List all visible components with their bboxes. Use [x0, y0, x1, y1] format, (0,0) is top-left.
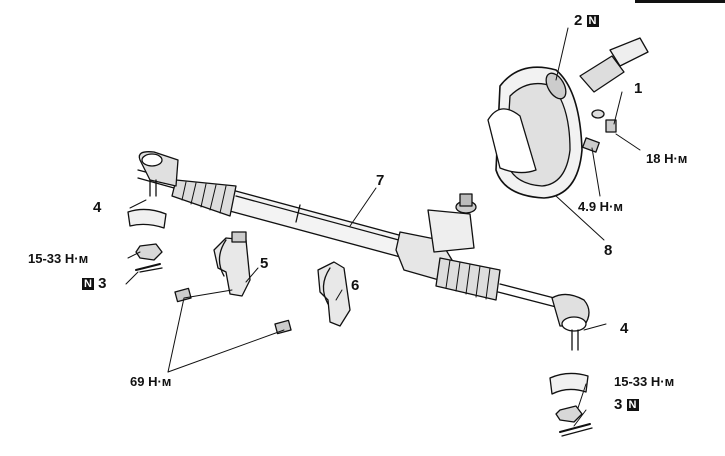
new-part-mark: N — [626, 399, 639, 412]
page-corner-rule — [635, 0, 725, 3]
tie-rod-right — [497, 283, 590, 351]
clamp-bolts — [174, 287, 292, 335]
callout-3-right-number: 3 — [614, 396, 623, 413]
mounting-clamp-6 — [317, 261, 351, 327]
torque-18: 18 Н·м — [646, 151, 688, 166]
torque-15-33-left: 15-33 Н·м — [28, 251, 89, 266]
torque-15-33-right: 15-33 Н·м — [614, 374, 675, 389]
callout-4-left: 4 — [93, 199, 102, 216]
callout-6: 6 — [351, 277, 360, 294]
new-part-mark: N — [586, 15, 599, 28]
callout-3-left-number: 3 — [98, 275, 107, 292]
torque-69: 69 Н·м — [130, 374, 172, 389]
callout-7: 7 — [376, 172, 385, 189]
tie-rod-left — [137, 151, 179, 197]
callout-2-number: 2 — [574, 12, 583, 29]
callout-3-right: 3 N — [614, 396, 639, 413]
new-part-mark: N — [82, 278, 94, 291]
callout-1: 1 — [634, 80, 643, 97]
leader-lines — [125, 27, 641, 427]
torque-4-9: 4.9 Н·м — [578, 199, 624, 214]
mounting-clamp-5 — [213, 231, 251, 297]
tie-rod-end-hardware-right — [549, 372, 593, 437]
callout-3-left: N 3 — [82, 275, 107, 292]
callout-8: 8 — [604, 242, 613, 259]
callout-4-right: 4 — [620, 320, 629, 337]
steering-joint — [545, 37, 649, 153]
rack-housing — [171, 179, 501, 301]
tie-rod-end-hardware-left — [127, 208, 167, 273]
callout-2: 2 N — [574, 12, 599, 29]
callout-5: 5 — [260, 255, 269, 272]
dust-cover-8 — [487, 66, 583, 199]
